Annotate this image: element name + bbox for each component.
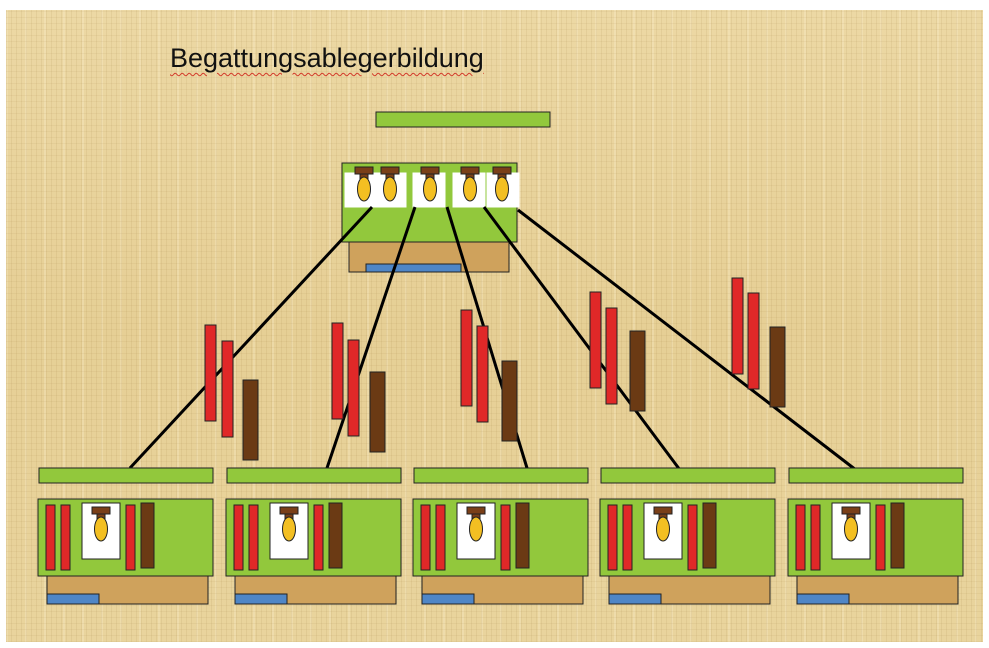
brood-frame-icon xyxy=(605,307,618,405)
queen-cell-icon xyxy=(91,506,111,542)
brood-frame-icon xyxy=(731,277,744,375)
nuc-entrance xyxy=(421,593,475,605)
queen-cell-cap xyxy=(420,166,440,175)
nuc-feeder-bar xyxy=(413,467,589,484)
queen-cell-cap xyxy=(354,166,374,175)
brood-frame-icon xyxy=(420,504,431,571)
queen-cell-body xyxy=(463,176,477,202)
source-queen-cell-icon-2 xyxy=(380,166,400,202)
brood-frame-icon xyxy=(313,504,324,571)
brood-frame-icon xyxy=(460,309,473,407)
brood-frame-icon xyxy=(221,340,234,438)
food-frame-icon xyxy=(369,371,386,453)
food-frame-icon xyxy=(328,502,343,569)
mating-nuc-3 xyxy=(412,467,589,605)
frame-transfer-3 xyxy=(460,309,518,442)
connector-line-1 xyxy=(128,205,374,470)
brood-frame-icon xyxy=(747,292,760,390)
brood-frame-icon xyxy=(607,504,618,571)
source-queen-cell-icon-4 xyxy=(460,166,480,202)
brood-frame-icon xyxy=(810,504,821,571)
brood-frame-icon xyxy=(622,504,633,571)
queen-cell-cap xyxy=(460,166,480,175)
queen-cell-cap xyxy=(653,506,673,515)
mating-nuc-4 xyxy=(599,467,776,605)
queen-cell-body xyxy=(423,176,437,202)
source-queen-cell-icon-3 xyxy=(420,166,440,202)
queen-cell-icon xyxy=(279,506,299,542)
food-frame-icon xyxy=(242,379,259,461)
queen-cell-body xyxy=(383,176,397,202)
queen-cell-icon xyxy=(841,506,861,542)
brood-frame-icon xyxy=(875,504,886,571)
brood-frame-icon xyxy=(500,504,511,571)
brood-frame-icon xyxy=(687,504,698,571)
frame-transfer-5 xyxy=(731,277,786,408)
queen-cell-body xyxy=(357,176,371,202)
nuc-feeder-bar xyxy=(600,467,776,484)
queen-cell-cap xyxy=(91,506,111,515)
nuc-feeder-bar xyxy=(788,467,964,484)
queen-cell-cap xyxy=(279,506,299,515)
source-queen-cell-icon-1 xyxy=(354,166,374,202)
food-frame-icon xyxy=(769,326,786,408)
food-frame-icon xyxy=(890,502,905,569)
brood-frame-icon xyxy=(435,504,446,571)
brood-frame-icon xyxy=(248,504,259,571)
queen-cell-body xyxy=(495,176,509,202)
queen-cell-cap xyxy=(466,506,486,515)
mating-nuc-5 xyxy=(787,467,964,605)
mating-nuc-1 xyxy=(37,467,214,605)
food-frame-icon xyxy=(515,502,530,569)
queen-cell-body xyxy=(469,516,483,542)
food-frame-icon xyxy=(501,360,518,442)
brood-frame-icon xyxy=(331,322,344,420)
nuc-hive-box xyxy=(234,573,397,605)
frame-transfer-1 xyxy=(204,324,259,461)
queen-cell-body xyxy=(656,516,670,542)
food-frame-icon xyxy=(140,502,155,569)
connector-line-2 xyxy=(325,206,417,469)
source-colony xyxy=(341,111,551,273)
source-queen-cell-icon-5 xyxy=(492,166,512,202)
queen-cell-cap xyxy=(841,506,861,515)
brood-frame-icon xyxy=(125,504,136,571)
queen-cell-body xyxy=(94,516,108,542)
source-entrance xyxy=(365,263,462,273)
nuc-feeder-bar xyxy=(38,467,214,484)
diagram-title: Begattungsablegerbildung xyxy=(170,43,484,73)
queen-cell-cap xyxy=(380,166,400,175)
nuc-entrance xyxy=(46,593,100,605)
nuc-entrance xyxy=(796,593,850,605)
frame-transfer-2 xyxy=(331,322,386,453)
nuc-entrance xyxy=(608,593,662,605)
brood-frame-icon xyxy=(60,504,71,571)
brood-frame-icon xyxy=(476,325,489,423)
brood-frame-icon xyxy=(347,339,360,437)
queen-cell-body xyxy=(282,516,296,542)
connector-line-4 xyxy=(482,206,682,471)
frame-transfer-4 xyxy=(589,291,646,412)
nuc-entrance xyxy=(234,593,288,605)
brood-frame-icon xyxy=(204,324,217,422)
food-frame-icon xyxy=(702,502,717,569)
source-feeder-bar xyxy=(375,111,551,128)
food-frame-icon xyxy=(629,330,646,412)
nuc-feeder-bar xyxy=(226,467,402,484)
brood-frame-icon xyxy=(795,504,806,571)
queen-cell-body xyxy=(844,516,858,542)
queen-cell-icon xyxy=(653,506,673,542)
queen-cell-cap xyxy=(492,166,512,175)
brood-frame-icon xyxy=(589,291,602,389)
brood-frame-icon xyxy=(233,504,244,571)
mating-nuc-2 xyxy=(225,467,402,605)
queen-cell-icon xyxy=(466,506,486,542)
brood-frame-icon xyxy=(45,504,56,571)
connector-line-5 xyxy=(517,208,857,472)
